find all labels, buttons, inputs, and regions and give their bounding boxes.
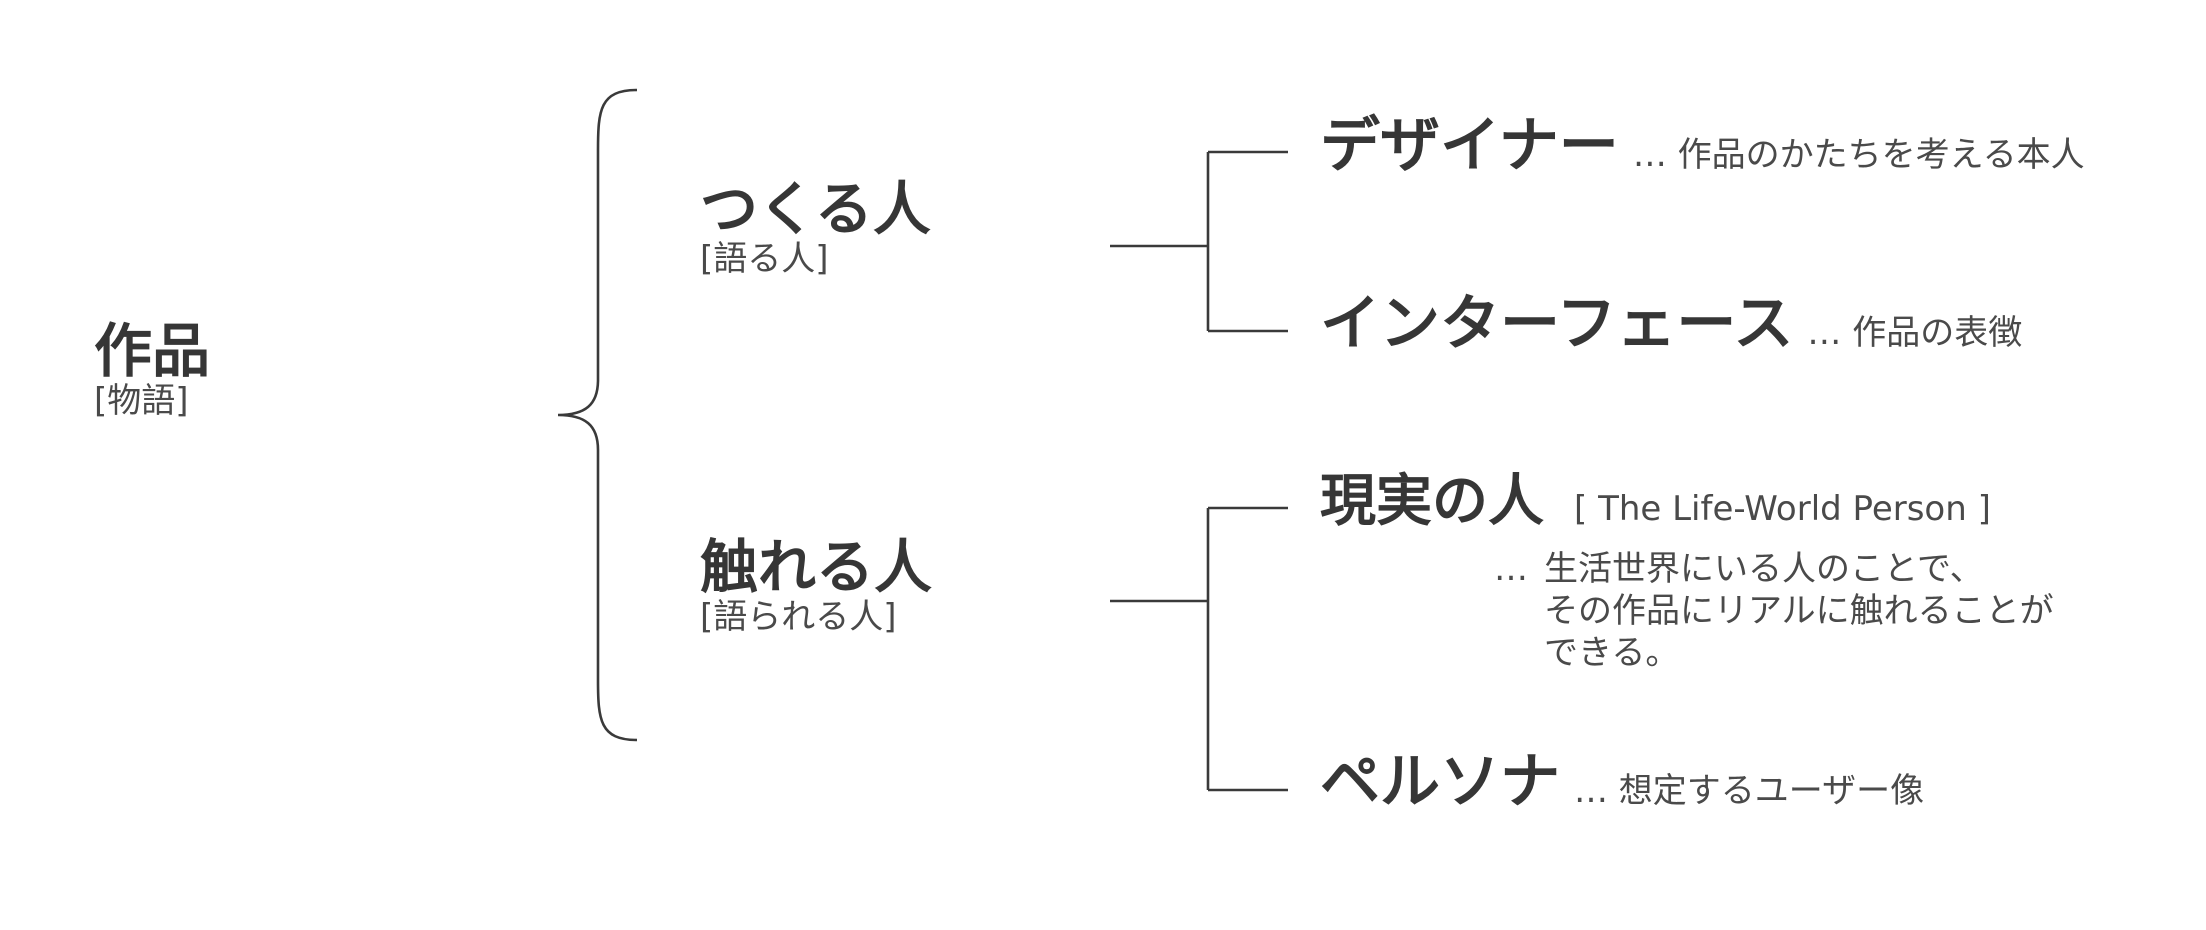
maker-subtitle: [語る人] <box>700 238 829 279</box>
persona-node: ペルソナ … 想定するユーザー像 <box>1320 748 1924 817</box>
realperson-description-lead: … <box>1494 549 1528 589</box>
designer-description: … 作品のかたちを考える本人 <box>1632 135 2085 175</box>
maker-title: つくる人 <box>700 175 931 243</box>
interface-node: インターフェース … 作品の表徴 <box>1320 290 2022 359</box>
realperson-node: 現実の人 [ The Life-World Person ] <box>1320 469 1991 534</box>
realperson-description: … 生活世界にいる人のことで、 その作品にリアルに触れることが できる。 <box>1494 548 2054 674</box>
designer-title: デザイナー <box>1320 111 1619 181</box>
root-subtitle: [物語] <box>94 380 189 421</box>
realperson-title: 現実の人 <box>1320 469 1544 534</box>
toucher-subtitle: [語られる人] <box>700 596 897 637</box>
realperson-tag: [ The Life-World Person ] <box>1574 489 1991 529</box>
designer-node: デザイナー … 作品のかたちを考える本人 <box>1320 112 2085 181</box>
root-title: 作品 <box>94 317 211 385</box>
persona-description: … 想定するユーザー像 <box>1574 771 1925 811</box>
realperson-description-line: できる。 <box>1544 633 1680 673</box>
toucher-node: 触れる人 [語られる人] <box>700 534 932 637</box>
root-node: 作品 [物語] <box>94 318 210 421</box>
maker-node: つくる人 [語る人] <box>700 176 931 279</box>
interface-description: … 作品の表徴 <box>1807 313 2023 353</box>
toucher-title: 触れる人 <box>700 533 933 601</box>
curly-brace <box>557 88 638 742</box>
interface-title: インターフェース <box>1320 289 1794 359</box>
realperson-description-line: 生活世界にいる人のことで、 <box>1544 549 1984 589</box>
persona-title: ペルソナ <box>1320 747 1560 817</box>
realperson-description-line: その作品にリアルに触れることが <box>1544 591 2054 631</box>
